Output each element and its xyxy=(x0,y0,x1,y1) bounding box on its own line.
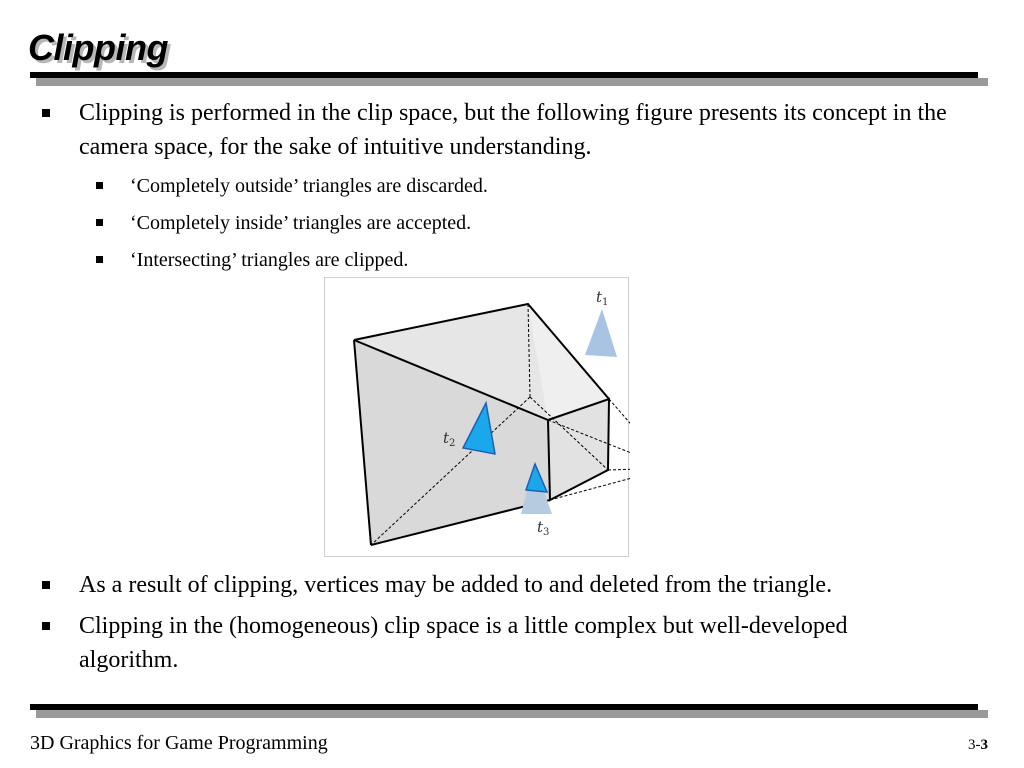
clipping-figure: t1 t2 t3 y x z xyxy=(324,277,630,557)
sub-bullet-text: ‘Completely inside’ triangles are accept… xyxy=(130,212,472,234)
triangle-t1 xyxy=(585,309,617,357)
footer-course-title: 3D Graphics for Game Programming xyxy=(30,732,328,754)
bullet-text: As a result of clipping, vertices may be… xyxy=(79,572,833,598)
page-prefix: 3- xyxy=(968,737,981,753)
slide-title: Clipping xyxy=(28,27,168,68)
sub-bullet-text: ‘Intersecting’ triangles are clipped. xyxy=(130,249,409,271)
frustum-left-face xyxy=(354,340,550,545)
title-rule-shadow xyxy=(36,78,988,86)
bullet-marker xyxy=(42,622,54,634)
footer-rule-shadow xyxy=(36,710,988,718)
frustum-diagram: t1 t2 t3 y x z xyxy=(353,288,630,546)
title-rule xyxy=(30,72,978,78)
sub-bullet-marker xyxy=(96,219,104,227)
page-number: 3 xyxy=(980,737,989,753)
triangle-t3-inside xyxy=(524,461,549,493)
footer-rule xyxy=(30,704,978,710)
triangle-t2 xyxy=(461,400,496,455)
sub-bullet-marker xyxy=(96,256,104,264)
bullet-text: Clipping is performed in the clip space,… xyxy=(79,100,947,160)
label-t3: t3 xyxy=(537,518,549,538)
bullet-marker xyxy=(42,581,54,593)
sub-bullet-marker xyxy=(96,182,104,190)
footer-page-number: 3-3 xyxy=(948,735,988,755)
label-t1: t1 xyxy=(596,288,608,308)
sub-bullet-text: ‘Completely outside’ triangles are disca… xyxy=(130,175,488,197)
bullet-marker xyxy=(42,109,54,121)
bullet-text: Clipping in the (homogeneous) clip space… xyxy=(79,613,848,673)
